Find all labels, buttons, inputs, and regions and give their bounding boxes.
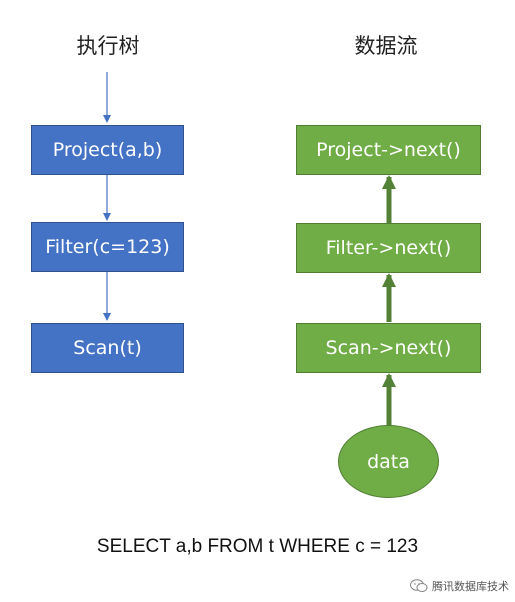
- tree-node-project: Project(a,b): [31, 125, 184, 175]
- flow-node-project: Project->next(): [296, 125, 481, 175]
- sql-query: SELECT a,b FROM t WHERE c = 123: [96, 536, 419, 557]
- watermark-text: 腾讯数据库技术: [432, 580, 509, 593]
- tree-node-filter: Filter(c=123): [31, 222, 184, 272]
- data-source-node: data: [338, 425, 439, 498]
- watermark: 腾讯数据库技术: [410, 578, 509, 594]
- data-flow-title: 数据流: [354, 34, 418, 58]
- flow-node-scan: Scan->next(): [296, 323, 481, 373]
- wechat-icon: [410, 579, 428, 593]
- execution-tree-title: 执行树: [76, 34, 140, 58]
- tree-node-scan: Scan(t): [31, 323, 184, 373]
- flow-node-filter: Filter->next(): [296, 223, 481, 273]
